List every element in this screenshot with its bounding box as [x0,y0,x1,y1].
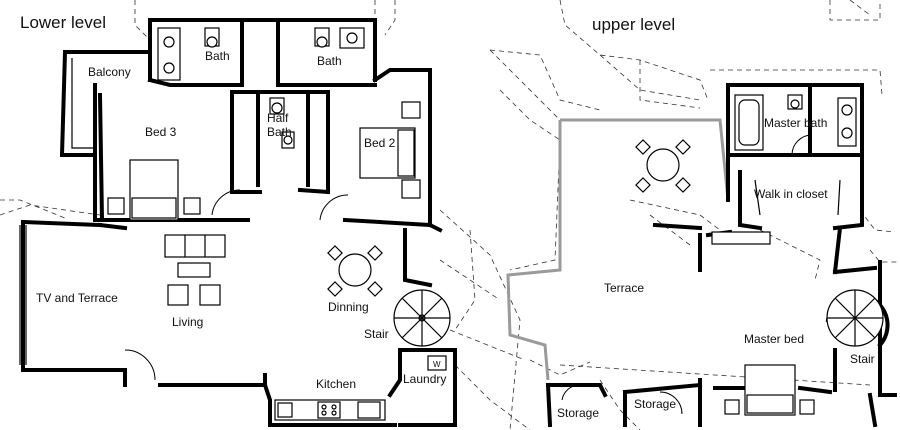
kitchen-label: Kitchen [316,377,356,391]
labels: Lower level upper level Balcony Bath Bat… [20,13,875,420]
master-bath-label: Master bath [764,116,827,130]
storage-right-label: Storage [634,397,676,411]
lower-level-walls [19,18,457,427]
terrace-label: Terrace [604,281,644,295]
tv-terrace-label: TV and Terrace [36,291,118,305]
master-bed-label: Master bed [744,332,804,346]
upper-terrace-outline [506,118,730,381]
master-bath-fixtures [711,94,857,245]
bed3-label: Bed 3 [145,125,177,139]
bed3-furniture [107,159,241,221]
storage-left-label: Storage [557,406,599,420]
bath-left-label: Bath [205,49,230,63]
lower-spiral-stair [393,289,451,347]
stair-upper-label: Stair [850,352,875,366]
walk-in-closet-label: Walk in closet [754,187,828,201]
upper-terrace-table [635,139,691,193]
bath-right-label: Bath [317,54,342,68]
washer-mark: W [433,360,441,369]
balcony-label: Balcony [88,65,131,79]
upper-level-walls [545,83,897,428]
bed2-furniture [319,101,421,221]
dinning-label: Dinning [328,300,369,314]
laundry-label: Laundry [403,372,446,386]
half-bath-label-line2: Bath [267,125,292,139]
kitchen-counter [274,355,447,421]
upper-level-title: upper level [592,15,675,34]
bed2-label: Bed 2 [364,136,396,150]
stair-lower-label: Stair [364,327,389,341]
master-bed-furniture [561,364,815,416]
lower-level-title: Lower level [20,13,106,32]
living-furniture [124,234,226,381]
lower-bath-fixtures [157,27,365,149]
living-label: Living [172,315,203,329]
half-bath-label-line1: Half [267,111,289,125]
upper-spiral-stair [825,289,890,392]
lower-dining-table [327,245,383,297]
